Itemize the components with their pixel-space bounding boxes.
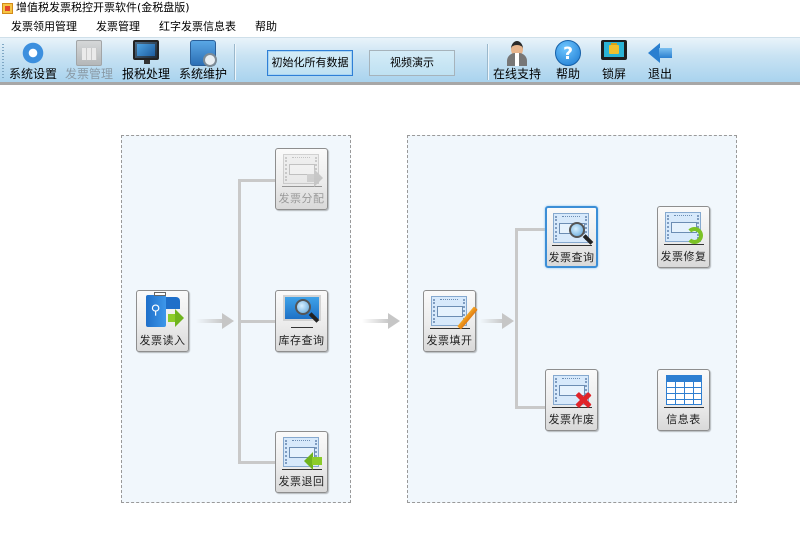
toolbar-separator (487, 44, 488, 80)
arrow-left-icon (647, 40, 673, 66)
invoice-repair-label: 发票修复 (660, 250, 707, 263)
app-icon (2, 2, 13, 14)
info-table-label: 信息表 (666, 413, 701, 426)
lock-screen-label: 锁屏 (601, 67, 626, 81)
invoice-fill-label: 发票填开 (426, 334, 473, 347)
invoice-pencil-icon (429, 295, 478, 331)
table-icon (663, 374, 705, 410)
tax-filing-button[interactable]: 报税处理 (120, 40, 172, 84)
system-maintenance-label: 系统维护 (178, 67, 227, 81)
video-demo-button[interactable]: 视频演示 (369, 50, 455, 76)
invoice-arrow-icon (281, 153, 323, 189)
system-settings-label: 系统设置 (8, 67, 57, 81)
system-maintenance-button[interactable]: 系统维护 (177, 40, 229, 84)
monitor-search-icon (281, 295, 323, 331)
connector-line (238, 320, 276, 323)
connector-line (515, 406, 547, 409)
invoice-refresh-icon (663, 211, 705, 247)
folder-grid-icon (76, 40, 102, 66)
help-icon: ? (555, 40, 581, 66)
invoice-return-icon (281, 436, 323, 472)
online-support-label: 在线支持 (492, 67, 541, 81)
invoice-repair-tile[interactable]: 发票修复 (657, 206, 710, 268)
exit-label: 退出 (647, 67, 672, 81)
online-support-button[interactable]: 在线支持 (491, 40, 543, 84)
invoice-return-label: 发票退回 (278, 475, 325, 488)
menu-bar: 发票领用管理 发票管理 红字发票信息表 帮助 (0, 17, 800, 37)
invoice-allocate-label: 发票分配 (278, 192, 325, 205)
invoice-management-label: 发票管理 (64, 67, 113, 81)
lock-screen-icon (601, 40, 627, 60)
invoice-read-label: 发票读入 (139, 334, 186, 347)
lock-screen-button[interactable]: 锁屏 (599, 40, 629, 84)
flow-arrow (480, 313, 516, 329)
system-settings-button[interactable]: 系统设置 (7, 40, 59, 84)
menu-invoice-management[interactable]: 发票管理 (96, 20, 140, 33)
window-title: 增值税发票税控开票软件(金税盘版) (16, 1, 190, 14)
menu-invoice-acquisition[interactable]: 发票领用管理 (11, 20, 77, 33)
menu-help[interactable]: 帮助 (255, 20, 277, 33)
invoice-read-tile[interactable]: ⚲ 发票读入 (136, 290, 189, 352)
help-label: 帮助 (555, 67, 580, 81)
invoice-allocate-tile[interactable]: 发票分配 (275, 148, 328, 210)
invoice-search-icon (551, 212, 593, 248)
tax-filing-label: 报税处理 (121, 67, 170, 81)
monitor-icon (133, 40, 159, 64)
invoice-fill-tile[interactable]: 发票填开 (423, 290, 478, 352)
person-icon (504, 40, 530, 66)
invoice-return-tile[interactable]: 发票退回 (275, 431, 328, 493)
connector-line (238, 461, 276, 464)
invoice-void-tile[interactable]: 发票作废 (545, 369, 598, 431)
connector-line (515, 228, 518, 408)
toolbar-separator (234, 44, 235, 80)
folder-gear-icon (190, 40, 217, 67)
title-bar: 增值税发票税控开票软件(金税盘版) (0, 0, 800, 16)
invoice-cancel-icon (551, 374, 593, 410)
toolbar-grip[interactable] (2, 44, 4, 80)
help-button[interactable]: ? 帮助 (553, 40, 583, 84)
init-all-data-button[interactable]: 初始化所有数据 (267, 50, 353, 76)
invoice-void-label: 发票作废 (548, 413, 595, 426)
invoice-query-tile[interactable]: 发票查询 (545, 206, 598, 268)
gear-icon (20, 40, 46, 66)
usb-arrow-icon: ⚲ (142, 292, 184, 331)
flow-arrow (196, 313, 234, 329)
info-table-tile[interactable]: 信息表 (657, 369, 710, 431)
inventory-query-label: 库存查询 (278, 334, 325, 347)
invoice-management-button[interactable]: 发票管理 (63, 40, 115, 84)
connector-line (238, 179, 276, 182)
connector-line (515, 228, 547, 231)
menu-red-invoice-info[interactable]: 红字发票信息表 (159, 20, 236, 33)
exit-button[interactable]: 退出 (645, 40, 675, 84)
inventory-query-tile[interactable]: 库存查询 (275, 290, 328, 352)
flow-arrow (362, 313, 400, 329)
toolbar: 系统设置 发票管理 报税处理 系统维护 初始化所有数据 视频演示 在线支持 ? … (0, 37, 800, 85)
invoice-query-label: 发票查询 (548, 251, 595, 264)
